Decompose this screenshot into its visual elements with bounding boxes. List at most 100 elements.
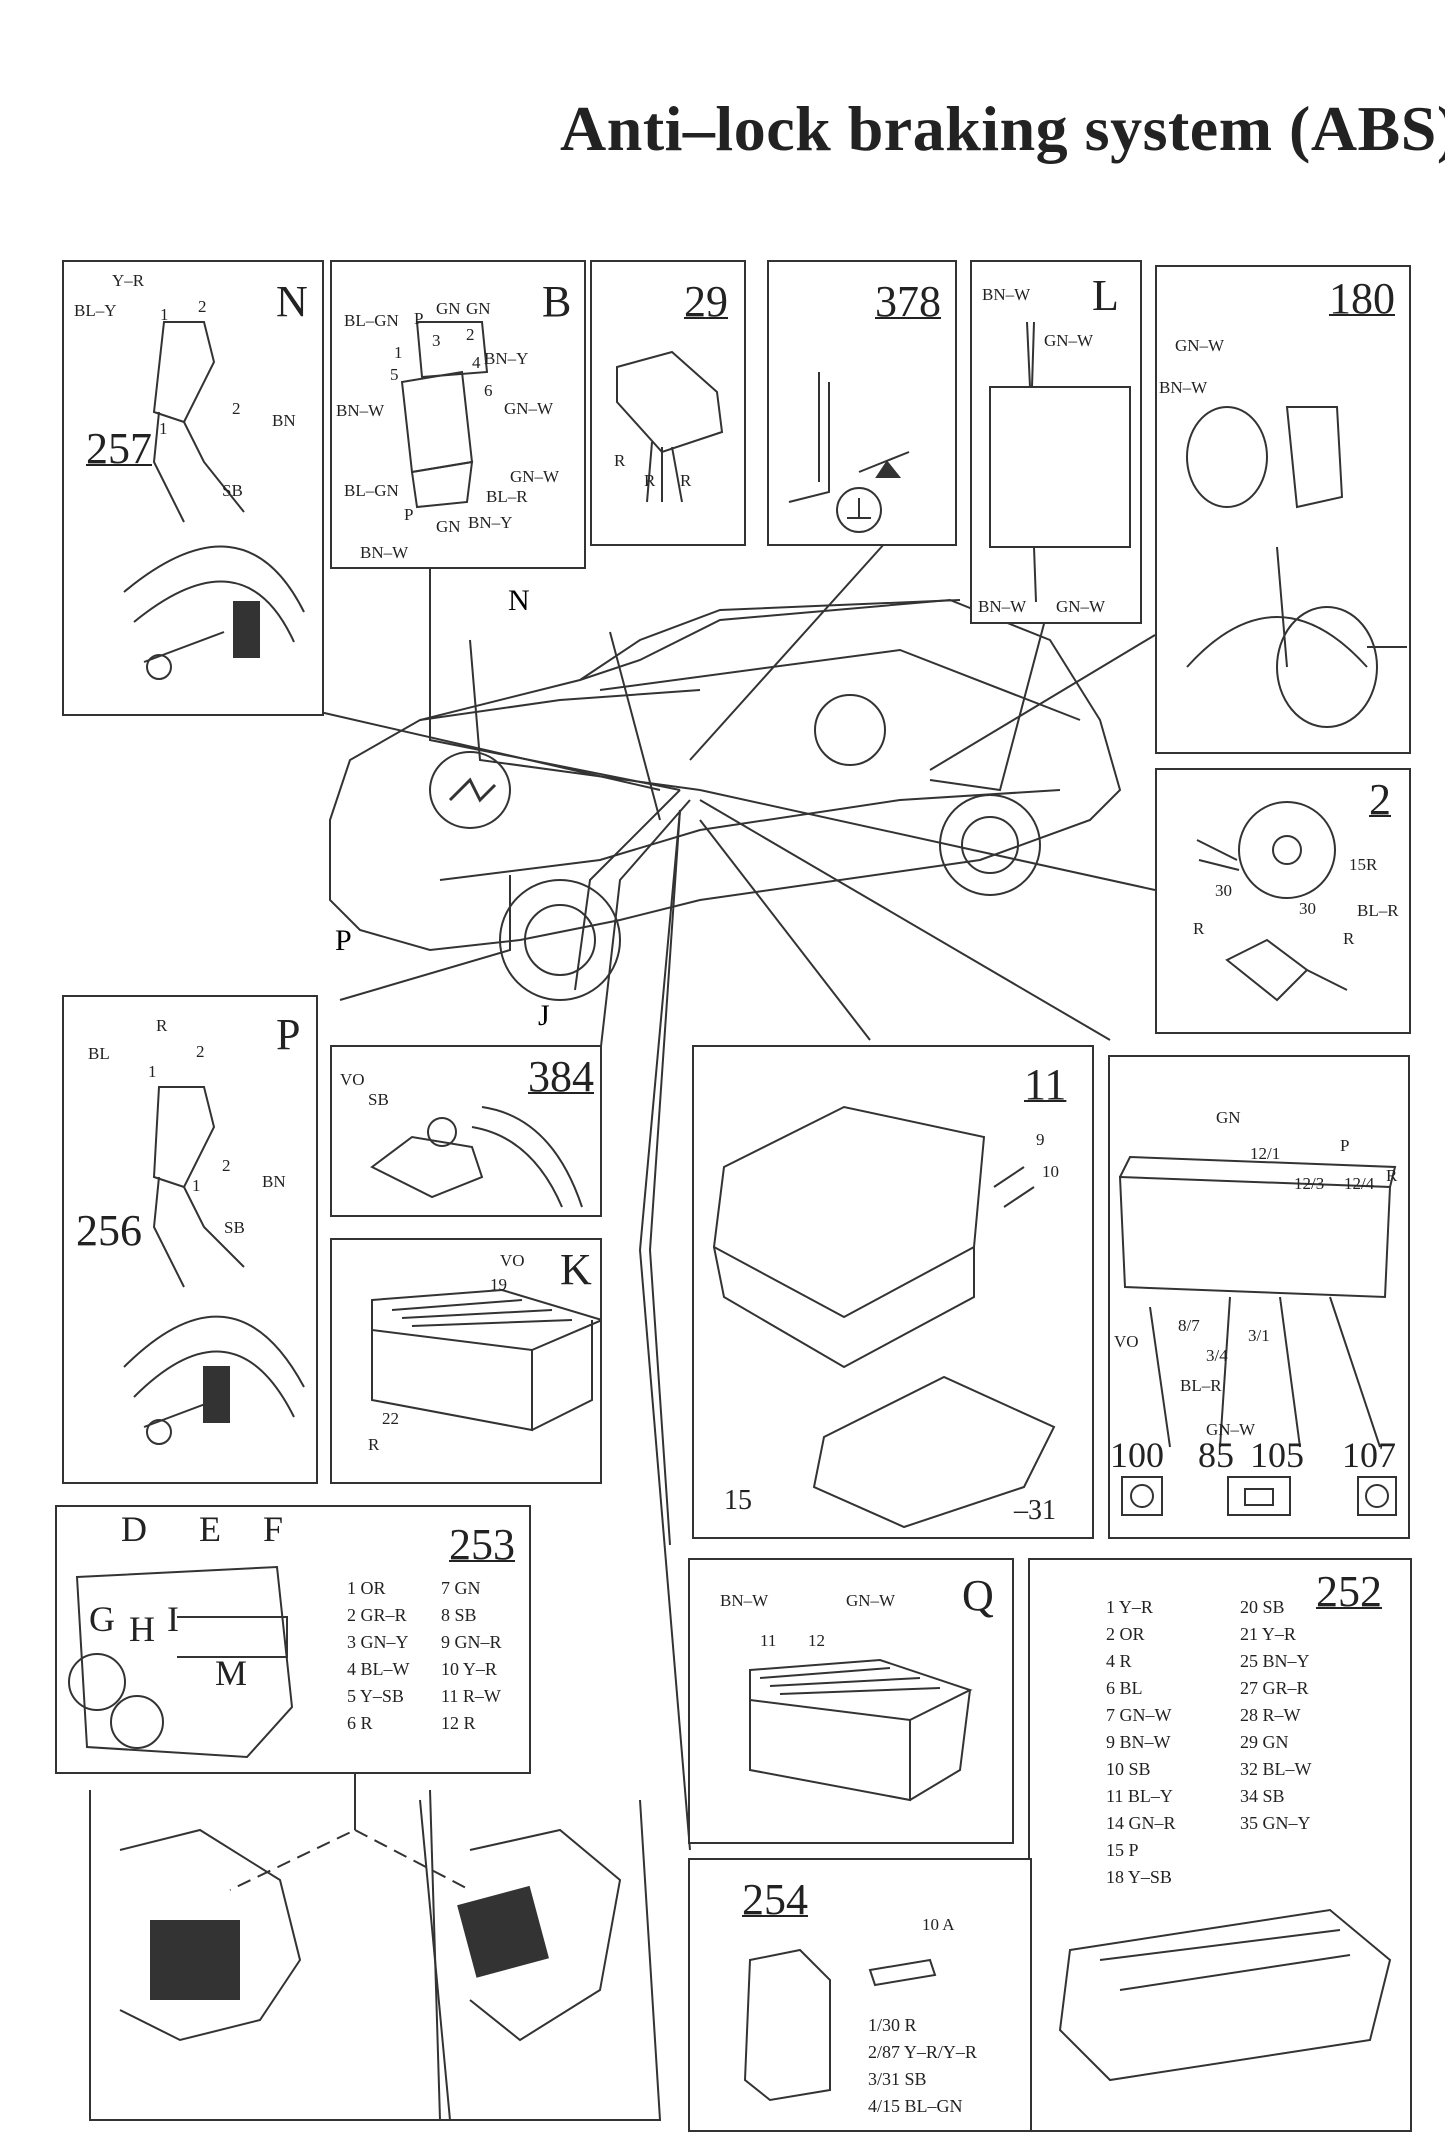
wire-label: BN–W	[982, 285, 1031, 304]
pin-entry: 2 GR–R	[347, 1605, 407, 1625]
pin-label: 12/1	[1250, 1144, 1281, 1163]
wire-label: R	[614, 451, 626, 470]
pin-entry: 1/30 R	[868, 2015, 917, 2035]
pin-entry: 3 GN–Y	[347, 1632, 409, 1652]
indicator-number: 107	[1342, 1435, 1396, 1475]
indicator-number: 105	[1250, 1435, 1304, 1475]
wire-label: BN–Y	[468, 513, 513, 532]
pin-entry: 14 GN–R	[1106, 1813, 1176, 1833]
wire-label: R	[156, 1016, 168, 1035]
indicator-number: 100	[1110, 1435, 1164, 1475]
panel-number: 256	[76, 1206, 142, 1255]
component-letter: I	[167, 1599, 179, 1639]
panel-b: B BL–GN P GN GN 1 3 2 BN–Y 4 5 6 BN–W GN…	[330, 260, 586, 569]
wire-label: Y–R	[112, 271, 145, 290]
pin-entry: 25 BN–Y	[1240, 1651, 1310, 1671]
panel-letter: L	[1092, 271, 1119, 320]
pin-label: 19	[490, 1275, 507, 1294]
pin-label: 2	[222, 1156, 231, 1175]
fuse-label: 10 A	[922, 1915, 955, 1934]
indicator-number: 85	[1198, 1435, 1234, 1475]
pin-entry: 4/15 BL–GN	[868, 2096, 963, 2116]
pin-entry: 2/87 Y–R/Y–R	[868, 2042, 977, 2062]
pin-entry: 11 R–W	[441, 1686, 501, 1706]
pin-label: 22	[382, 1409, 399, 1428]
pin-label: 11	[760, 1631, 777, 1650]
front-wheel	[499, 879, 621, 1001]
wire-label: SB	[368, 1090, 389, 1109]
engine-bay-left	[89, 1790, 452, 2121]
panel-letter: K	[560, 1245, 592, 1294]
callout-label: –31	[1014, 1495, 1056, 1526]
pin-entry: 3/31 SB	[868, 2069, 927, 2089]
panel-number: 11	[1024, 1060, 1067, 1109]
wire-label: P	[404, 505, 414, 524]
callout-j: J	[538, 999, 550, 1032]
rear-wheel	[939, 794, 1041, 896]
panel-number: 29	[684, 277, 728, 326]
pin-list: 1/30 R 2/87 Y–R/Y–R 3/31 SB 4/15 BL–GN	[868, 2012, 977, 2120]
pin-list-col1: 1 OR 2 GR–R 3 GN–Y 4 BL–W 5 Y–SB 6 R	[347, 1575, 410, 1737]
wire-label: SB	[224, 1218, 245, 1237]
wire-label: BN	[272, 411, 296, 430]
pin-label: 4	[472, 353, 481, 372]
pin-label: 5	[390, 365, 399, 384]
wire-label: BN–W	[360, 543, 409, 562]
wire-label: GN	[436, 299, 461, 318]
wire-label: VO	[1114, 1332, 1139, 1351]
panel-number: 252	[1316, 1567, 1382, 1616]
wire-label: VO	[500, 1251, 525, 1270]
pin-label: 6	[484, 381, 493, 400]
wire-label: R	[680, 471, 692, 490]
pin-entry: 10 SB	[1106, 1759, 1151, 1779]
pin-entry: 35 GN–Y	[1240, 1813, 1311, 1833]
pin-label: 1	[148, 1062, 157, 1081]
pin-label: 2	[196, 1042, 205, 1061]
pin-list-col1: 1 Y–R 2 OR 4 R 6 BL 7 GN–W 9 BN–W 10 SB …	[1106, 1594, 1176, 1891]
component-letter: E	[199, 1509, 221, 1549]
panel-384: 384 VO SB	[330, 1045, 602, 1217]
wire-label: GN	[436, 517, 461, 536]
panel-letter: N	[276, 277, 308, 326]
panel-2: 2 15R BL–R 30 30 R R	[1155, 768, 1411, 1034]
pin-entry: 9 GN–R	[441, 1632, 502, 1652]
pin-entry: 32 BL–W	[1240, 1759, 1312, 1779]
wire-label: GN–W	[1044, 331, 1094, 350]
pin-entry: 15 P	[1106, 1840, 1139, 1860]
pin-entry: 6 R	[347, 1713, 373, 1733]
panel-378: 378	[767, 260, 957, 546]
callout-n: N	[508, 584, 530, 617]
wire-label: 30	[1215, 881, 1232, 900]
engine-bay-right	[429, 1789, 662, 2121]
pin-entry: 7 GN	[441, 1578, 481, 1598]
component-letter: G	[89, 1599, 115, 1639]
pin-entry: 4 BL–W	[347, 1659, 410, 1679]
panel-254: 254 10 A 1/30 R 2/87 Y–R/Y–R 3/31 SB 4/1…	[688, 1858, 1032, 2132]
wire-label: BL	[88, 1044, 110, 1063]
pin-entry: 1 OR	[347, 1578, 386, 1598]
wire-label: GN–W	[1206, 1420, 1256, 1439]
callout-label: 10	[1042, 1162, 1059, 1181]
car-outline	[329, 598, 1122, 952]
panel-number: 378	[875, 277, 941, 326]
component-letter: M	[215, 1653, 248, 1693]
panel-l: L BN–W GN–W BN–W GN–W	[970, 260, 1142, 624]
front-strut-circle	[429, 751, 511, 829]
abs-unit-left	[150, 1920, 240, 2000]
wire-label: BL–R	[1180, 1376, 1222, 1395]
pin-entry: 18 Y–SB	[1106, 1867, 1172, 1887]
wire-label: VO	[340, 1070, 365, 1089]
wire-label: R	[1193, 919, 1205, 938]
pin-label: 2	[466, 325, 475, 344]
wire-label: BN–W	[336, 401, 385, 420]
wire-label: GN	[1216, 1108, 1241, 1127]
pin-label: 1	[160, 305, 169, 324]
panel-number: 254	[742, 1875, 808, 1924]
page-title: Anti–lock braking system (ABS)	[560, 93, 1445, 164]
component-letter: D	[121, 1509, 147, 1549]
pin-entry: 12 R	[441, 1713, 476, 1733]
wire-label: BL–R	[486, 487, 528, 506]
panel-q: Q BN–W GN–W 11 12	[688, 1558, 1014, 1844]
pin-label: 3/1	[1248, 1326, 1270, 1345]
pin-entry: 7 GN–W	[1106, 1705, 1172, 1725]
